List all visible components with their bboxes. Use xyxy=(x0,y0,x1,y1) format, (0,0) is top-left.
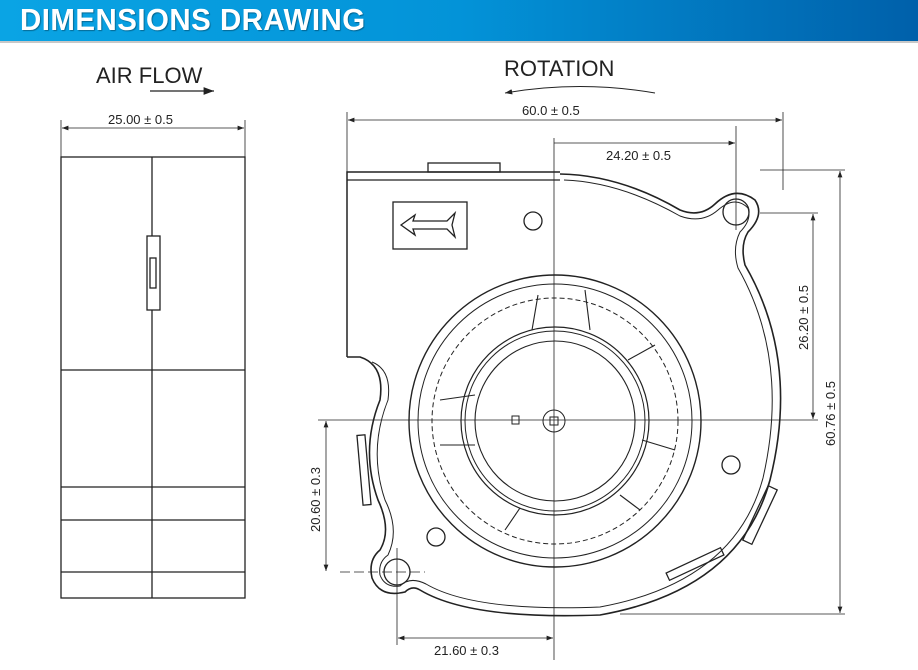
width-dimension: 25.00 ± 0.5 xyxy=(108,112,173,127)
lower-hole-x-dimension: 21.60 ± 0.3 xyxy=(434,643,499,658)
rotation-label: ROTATION xyxy=(504,56,614,81)
overall-width-dimension: 60.0 ± 0.5 xyxy=(522,103,580,118)
page-title: DIMENSIONS DRAWING xyxy=(20,2,366,37)
side-view: AIR FLOW 25.00 ± 0.5 xyxy=(60,63,246,599)
header-banner: DIMENSIONS DRAWING xyxy=(0,0,918,43)
rotation-arrow-icon xyxy=(504,86,656,95)
overall-height-dimension: 60.76 ± 0.5 xyxy=(823,381,838,446)
hole-offset-x-dimension: 24.20 ± 0.5 xyxy=(606,148,671,163)
impeller-outer-ring xyxy=(408,274,702,568)
lower-hole-y-dimension: 20.60 ± 0.3 xyxy=(308,467,323,532)
left-arrow-icon xyxy=(399,210,457,240)
airflow-label: AIR FLOW xyxy=(96,63,203,88)
hole-offset-y-dimension: 26.20 ± 0.5 xyxy=(796,285,811,350)
airflow-direction-box xyxy=(392,201,468,250)
front-view: ROTATION 60.0 ± 0.5 24.20 ± 0.5 26.20 ± … xyxy=(308,56,845,660)
